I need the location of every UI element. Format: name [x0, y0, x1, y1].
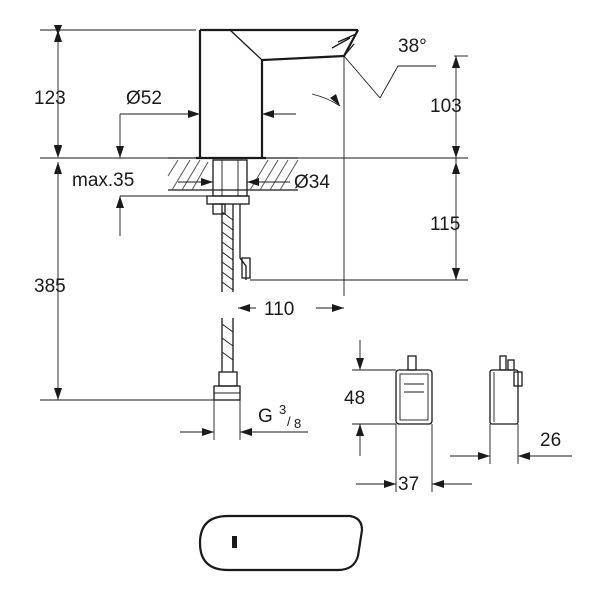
- mounting-shank: [206, 159, 250, 215]
- dim-115: 115: [250, 158, 468, 296]
- faucet-body: [196, 28, 359, 160]
- dim-38-label: 38°: [398, 36, 427, 57]
- dim-123: 123: [34, 25, 196, 159]
- dim-110: 110: [238, 299, 344, 320]
- flex-hose: [213, 204, 251, 401]
- control-box-side: [489, 355, 523, 425]
- dim-385: 385: [34, 162, 214, 401]
- dim-48: 48: [344, 340, 396, 456]
- dim-38-angle: 38°: [311, 36, 436, 107]
- dim-g38: G 3 / 8: [180, 400, 308, 440]
- control-box-front: [395, 355, 433, 425]
- dim-52: Ø52: [119, 88, 296, 158]
- dim-g-slash: /: [287, 414, 291, 429]
- dim-48-label: 48: [344, 388, 365, 409]
- dim-37: 37: [356, 424, 472, 495]
- dim-34-label: Ø34: [294, 172, 330, 193]
- dim-26-label: 26: [540, 430, 561, 451]
- dim-110-label: 110: [264, 299, 294, 320]
- dim-max35: max.35: [72, 146, 213, 236]
- dim-34: Ø34: [178, 172, 330, 193]
- countertop-section: [167, 157, 299, 191]
- dim-385-label: 385: [34, 276, 66, 297]
- dim-g-sup: 3: [279, 402, 286, 417]
- dim-103-label: 103: [430, 96, 462, 117]
- dim-max35-label: max.35: [72, 170, 134, 191]
- dim-52-label: Ø52: [126, 88, 162, 109]
- dim-g-sub: 8: [294, 416, 301, 431]
- dim-g-label: G: [258, 406, 273, 427]
- spout-top-view: [198, 514, 364, 572]
- dim-26: 26: [450, 424, 572, 464]
- dim-123-label: 123: [34, 88, 66, 109]
- dim-103: 103: [298, 55, 468, 159]
- dim-115-label: 115: [430, 214, 460, 235]
- dim-37-label: 37: [398, 474, 419, 495]
